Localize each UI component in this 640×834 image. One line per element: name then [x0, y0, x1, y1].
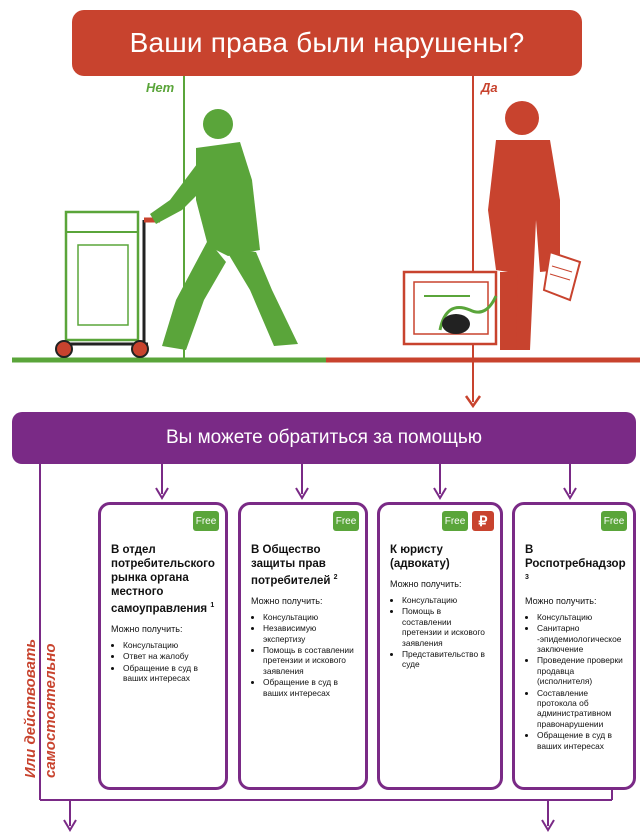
- list-item: Помощь в составлении претензии и исковог…: [402, 606, 492, 648]
- list-item: Консультацию: [123, 640, 217, 650]
- list-item: Представительство в суде: [402, 649, 492, 670]
- help-banner: Вы можете обратиться за помощью: [12, 412, 636, 464]
- card-items: Консультацию Санитарно -эпидемиологическ…: [525, 612, 629, 751]
- card-subtitle: Можно получить:: [251, 595, 323, 606]
- list-item: Консультацию: [402, 595, 492, 605]
- card-title: В Роспотребнадзор 3: [525, 544, 626, 581]
- question-header: Ваши права были нарушены?: [72, 10, 582, 76]
- card-title: К юристу (адвокату): [390, 544, 450, 570]
- card-arrows: [155, 464, 577, 500]
- bottom-connectors: [39, 464, 613, 832]
- self-action-note: Или действовать самостоятельно: [16, 520, 80, 780]
- ruble-icon: ₽: [472, 511, 494, 531]
- list-item: Проведение проверки продавца (исполнител…: [537, 655, 629, 686]
- appliance-box-icon: [64, 210, 140, 342]
- list-item: Составление протокола об административно…: [537, 688, 629, 730]
- list-item: Помощь в составлении претензии и исковог…: [263, 645, 357, 676]
- damaged-appliance-icon: [402, 270, 498, 346]
- card-local-government: Free В отдел потребительского рынка орга…: [98, 502, 228, 790]
- red-person-icon: [488, 101, 560, 350]
- side-note-line2: самостоятельно: [42, 643, 59, 778]
- yes-branch-label: Да: [481, 80, 498, 95]
- list-item: Санитарно -эпидемиологическое заключение: [537, 623, 629, 654]
- card-rospotrebnadzor: Free В Роспотребнадзор 3 Можно получить:…: [512, 502, 636, 790]
- card-consumer-society: Free В Общество защиты прав потребителей…: [238, 502, 368, 790]
- list-item: Обращение в суд в ваших интересах: [537, 730, 629, 751]
- card-lawyer: Free ₽ К юристу (адвокату) Можно получит…: [377, 502, 503, 790]
- free-badge: Free: [333, 511, 359, 531]
- card-items: Консультацию Независимую экспертизу Помо…: [251, 612, 357, 698]
- list-item: Обращение в суд в ваших интересах: [263, 677, 357, 698]
- green-person-icon: [150, 109, 298, 350]
- side-note-line1: Или действовать: [22, 638, 39, 778]
- card-items: Консультацию Ответ на жалобу Обращение в…: [111, 640, 217, 684]
- documents-icon: [542, 250, 582, 302]
- card-subtitle: Можно получить:: [111, 623, 183, 634]
- list-item: Независимую экспертизу: [263, 623, 357, 644]
- list-item: Консультацию: [263, 612, 357, 622]
- card-subtitle: Можно получить:: [390, 579, 462, 589]
- free-badge: Free: [442, 511, 468, 531]
- list-item: Консультацию: [537, 612, 629, 622]
- list-item: Ответ на жалобу: [123, 651, 217, 661]
- list-item: Обращение в суд в ваших интересах: [123, 663, 217, 684]
- card-title: В отдел потребительского рынка органа ме…: [111, 544, 215, 615]
- no-branch-label: Нет: [146, 80, 175, 95]
- card-subtitle: Можно получить:: [525, 595, 597, 606]
- card-items: Консультацию Помощь в составлении претен…: [390, 595, 492, 670]
- free-badge: Free: [193, 511, 219, 531]
- card-title: В Общество защиты прав потребителей 2: [251, 544, 338, 587]
- free-badge: Free: [601, 511, 627, 531]
